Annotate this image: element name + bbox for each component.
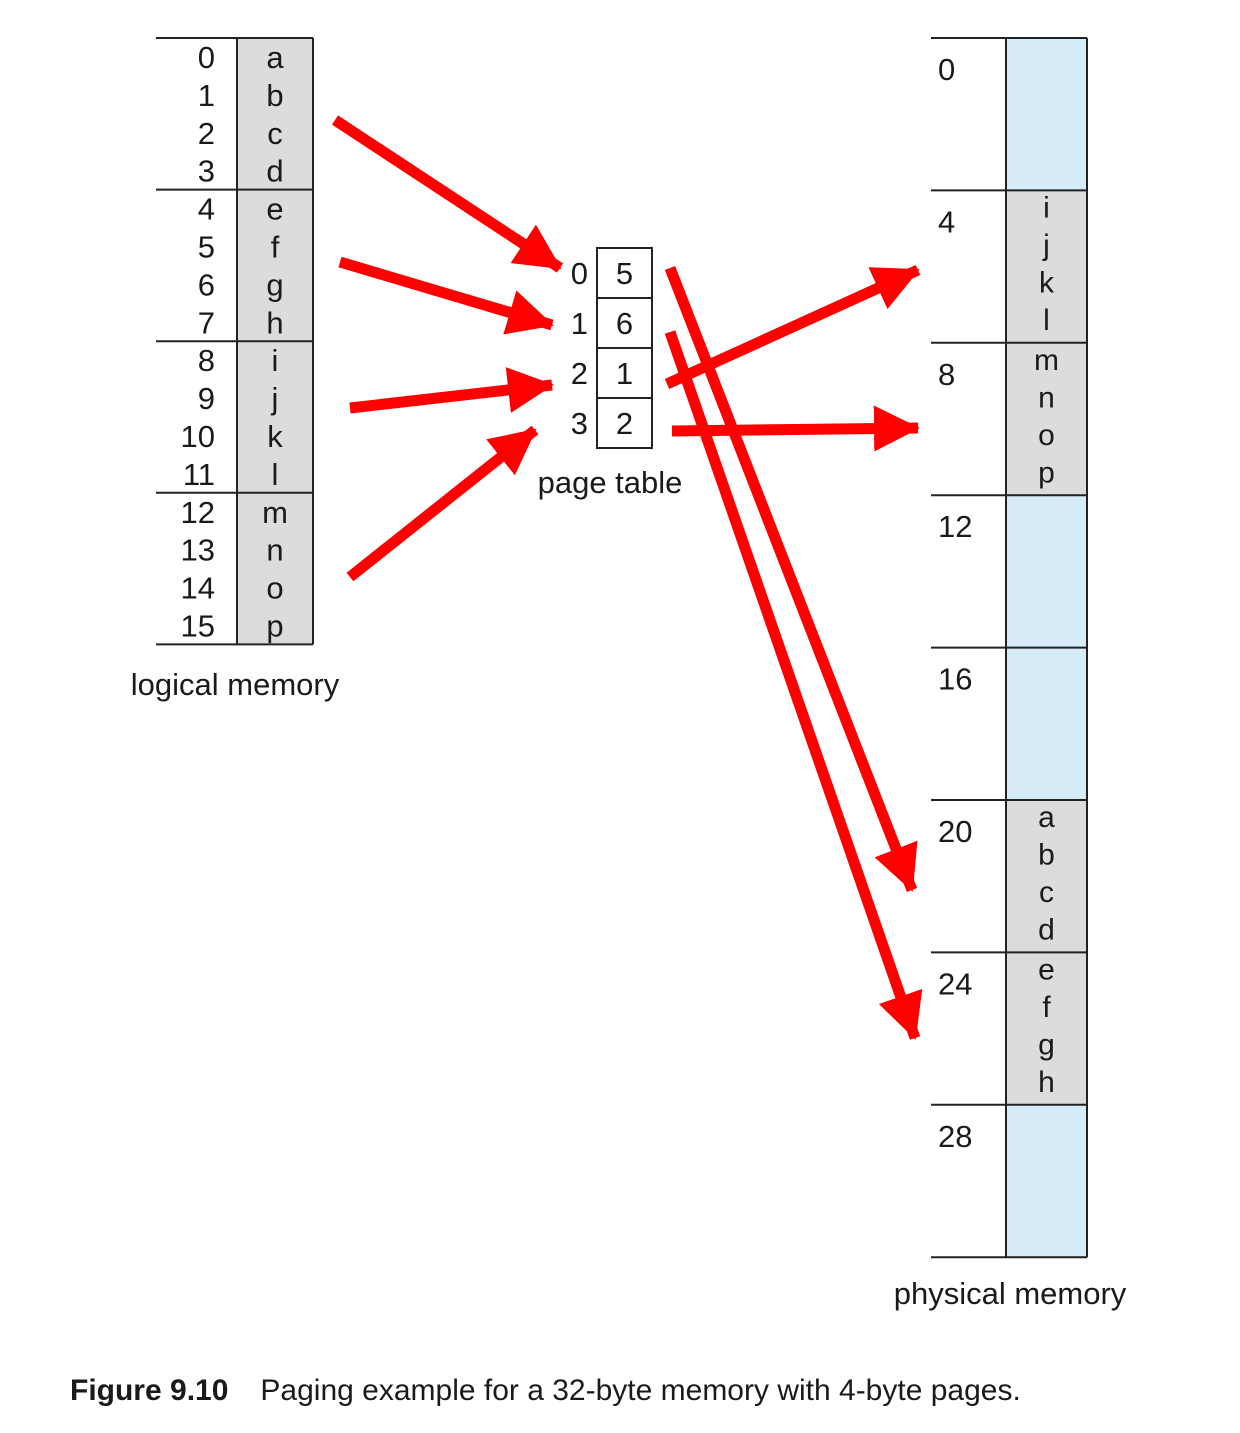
physical-byte: m — [1034, 344, 1059, 377]
logical-byte: b — [266, 78, 283, 113]
logical-byte: f — [271, 229, 280, 264]
logical-address: 6 — [198, 267, 215, 302]
page-number: 3 — [571, 406, 588, 441]
physical-byte: a — [1038, 801, 1055, 834]
physical-address: 28 — [938, 1119, 972, 1154]
page-number: 2 — [571, 356, 588, 391]
physical-address: 12 — [938, 509, 972, 544]
logical-address: 0 — [198, 40, 215, 75]
logical-address: 10 — [181, 419, 215, 454]
logical-byte: o — [266, 571, 283, 606]
logical-address: 11 — [183, 457, 215, 492]
physical-address: 20 — [938, 814, 972, 849]
physical-byte: o — [1038, 419, 1055, 452]
logical-page-3-arrow — [346, 425, 539, 582]
logical-byte: a — [266, 40, 284, 75]
physical-address: 24 — [938, 966, 972, 1001]
caption-text: Paging example for a 32-byte memory with… — [260, 1374, 1021, 1407]
logical-address: 4 — [198, 192, 215, 227]
physical-frame — [1006, 190, 1087, 343]
logical-byte: h — [266, 305, 283, 340]
physical-frame — [1006, 952, 1087, 1105]
logical-address: 9 — [198, 381, 215, 416]
physical-memory-label: physical memory — [894, 1276, 1127, 1311]
physical-byte: g — [1038, 1028, 1055, 1061]
physical-address: 4 — [938, 204, 955, 239]
physical-byte: n — [1038, 381, 1055, 414]
frame-5-arrow — [664, 266, 918, 892]
frame-number: 5 — [616, 256, 633, 291]
physical-frame — [1006, 1104, 1087, 1258]
logical-byte: c — [267, 116, 283, 151]
frame-number: 2 — [616, 406, 633, 441]
logical-address: 5 — [198, 229, 215, 264]
logical-address: 2 — [198, 116, 215, 151]
logical-page-2-arrow — [349, 367, 554, 414]
physical-byte: i — [1043, 191, 1050, 224]
logical-page-1-arrow — [338, 256, 554, 335]
frame-number: 6 — [616, 306, 633, 341]
logical-byte: i — [272, 343, 279, 378]
physical-byte: f — [1042, 991, 1051, 1024]
page-number: 0 — [571, 256, 588, 291]
logical-memory: 0 a 1 b 2 c 3 d 4 e 5 f 6 g 7 h 8 i 9 j 10 k 11 l 12 m 13 n 14 o 15 p lo… — [131, 37, 340, 702]
mapping-arrows — [331, 115, 923, 1040]
page-table-entry — [596, 247, 653, 299]
logical-byte: k — [267, 419, 283, 454]
logical-byte: p — [266, 608, 283, 643]
physical-byte: h — [1038, 1066, 1055, 1099]
physical-byte: p — [1038, 456, 1055, 489]
logical-byte: d — [266, 154, 283, 189]
physical-frame — [1006, 647, 1087, 800]
physical-byte: l — [1043, 304, 1050, 337]
logical-byte: j — [271, 381, 279, 416]
physical-byte: d — [1038, 914, 1055, 947]
figure-number: Figure 9.10 — [70, 1374, 229, 1407]
logical-address: 8 — [198, 343, 215, 378]
page-number: 1 — [571, 306, 588, 341]
page-table-label: page table — [538, 465, 683, 500]
physical-address: 8 — [938, 357, 955, 392]
physical-byte: e — [1038, 953, 1055, 986]
physical-byte: k — [1039, 266, 1055, 299]
figure-caption: Figure 9.10 Paging example for a 32-byte … — [70, 1374, 1021, 1408]
logical-byte: e — [266, 192, 283, 227]
page-table-entry — [596, 397, 653, 449]
physical-frame — [1006, 38, 1087, 191]
logical-address: 14 — [181, 571, 215, 606]
frame-6-arrow — [664, 330, 923, 1040]
logical-byte: m — [262, 495, 288, 530]
logical-address: 13 — [181, 533, 215, 568]
logical-byte: n — [266, 533, 283, 568]
physical-address: 0 — [938, 52, 955, 87]
physical-frame — [1006, 342, 1087, 496]
frame-1-arrow — [664, 264, 921, 390]
physical-address: 16 — [938, 662, 972, 697]
physical-frame — [1006, 800, 1087, 953]
frame-2-arrow — [671, 405, 920, 452]
logical-address: 15 — [181, 608, 215, 643]
page-table-entry — [596, 297, 653, 349]
logical-address: 12 — [181, 495, 215, 530]
logical-address: 7 — [198, 305, 215, 340]
physical-byte: c — [1039, 876, 1054, 909]
frame-number: 1 — [616, 356, 633, 391]
physical-byte: b — [1038, 839, 1055, 872]
logical-byte: l — [272, 457, 279, 492]
logical-address: 1 — [198, 78, 215, 113]
physical-byte: j — [1042, 229, 1050, 262]
logical-memory-label: logical memory — [131, 667, 340, 702]
logical-page-0-arrow — [331, 115, 564, 273]
logical-byte: g — [266, 267, 283, 302]
physical-frame — [1006, 495, 1087, 648]
logical-address: 3 — [198, 154, 215, 189]
